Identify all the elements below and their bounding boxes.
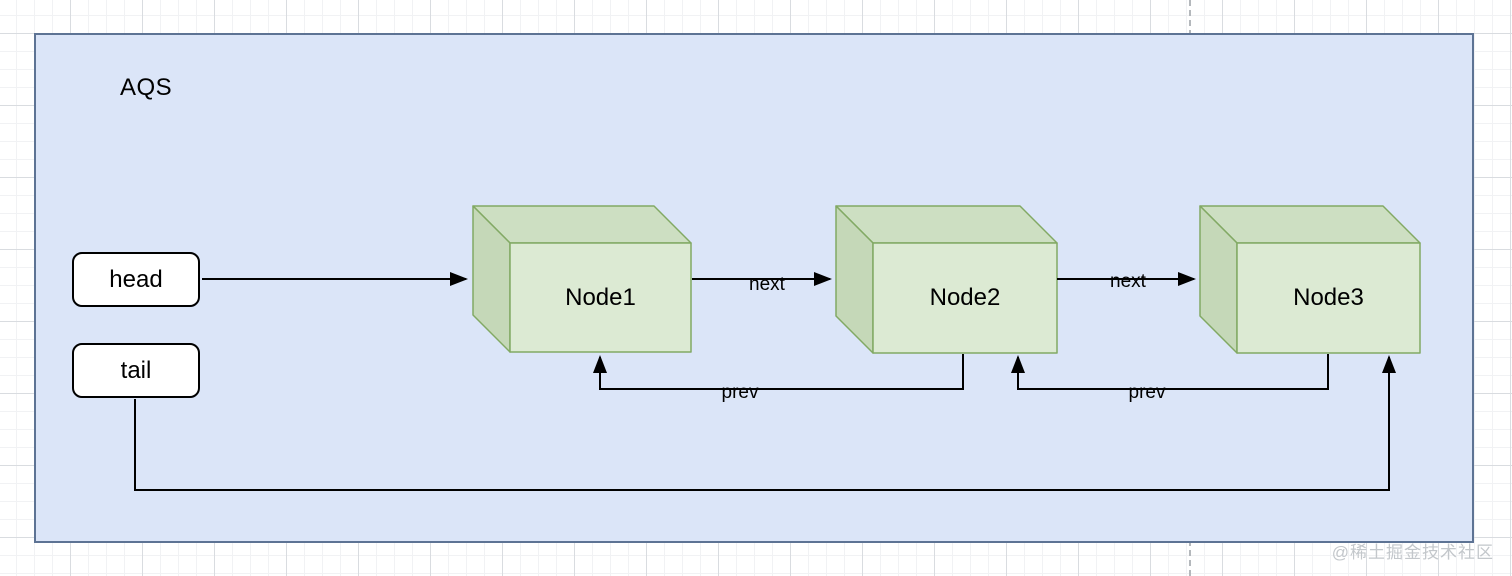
head-pointer-label: head bbox=[109, 265, 163, 293]
edge-label-next-1: next bbox=[749, 274, 785, 295]
edge-label-prev-1: prev bbox=[721, 382, 759, 403]
edge-label-prev-2: prev bbox=[1128, 382, 1166, 403]
tail-pointer-label: tail bbox=[120, 356, 152, 384]
node3-label: Node3 bbox=[1293, 284, 1364, 311]
head-pointer-box: head bbox=[72, 252, 200, 307]
node2-label: Node2 bbox=[929, 284, 1001, 311]
watermark-text: @稀土掘金技术社区 bbox=[1331, 543, 1494, 562]
edge-label-next-2: next bbox=[1110, 271, 1146, 292]
node1-label: Node1 bbox=[565, 283, 636, 311]
tail-pointer-box: tail bbox=[72, 343, 200, 398]
container-title: AQS bbox=[120, 74, 173, 101]
